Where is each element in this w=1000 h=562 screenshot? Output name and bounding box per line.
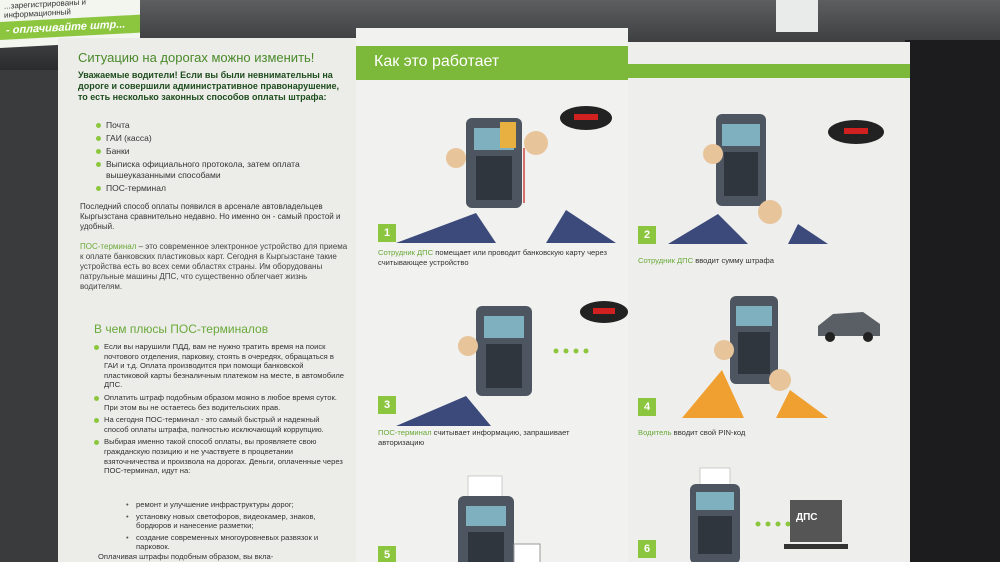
uses-list: ремонт и улучшение инфраструктуры дорог;… — [126, 500, 346, 554]
brochure-right-panel: 2 Сотрудник ДПС вводит сумму штрафа 4 Во… — [628, 42, 910, 562]
step-5-illustration — [458, 475, 541, 562]
left-panel-title: Ситуацию на дорогах можно изменить! — [78, 50, 315, 65]
step-4-illustration — [682, 296, 880, 418]
list-item: ГАИ (касса) — [96, 133, 346, 144]
how-it-works-header: Как это работает — [356, 46, 628, 80]
step-6-illustration — [690, 467, 848, 562]
list-item: Выписка официального протокола, затем оп… — [96, 159, 346, 181]
step-1-caption: Сотрудник ДПС помещает или проводит банк… — [378, 248, 608, 267]
step-1-illustration — [396, 106, 616, 243]
step-number-badge: 2 — [638, 226, 656, 244]
background-dark-object — [905, 40, 1000, 562]
pos-term-definition: – это современное электронное устройство… — [80, 242, 348, 291]
pros-list: Если вы нарушили ПДД, вам не нужно трати… — [94, 342, 346, 479]
list-item: создание современных многоуровневых разв… — [126, 533, 346, 552]
left-panel-intro: Уважаемые водители! Если вы были невнима… — [78, 70, 340, 102]
background-card — [776, 0, 818, 32]
list-item: установку новых светофоров, видеокамер, … — [126, 512, 346, 531]
left-panel-last-line: Оплачивая штрафы подобным образом, вы вк… — [98, 552, 274, 561]
list-item: Выбирая именно такой способ оплаты, вы п… — [94, 437, 346, 475]
list-item: ремонт и улучшение инфраструктуры дорог; — [126, 500, 346, 510]
payment-ways-list: Почта ГАИ (касса) Банки Выписка официаль… — [96, 120, 346, 196]
step-4-caption: Водитель вводит свой PIN-код — [638, 428, 746, 437]
right-panel-header-band — [628, 64, 910, 78]
brochure-left-panel: Ситуацию на дорогах можно изменить! Уваж… — [58, 38, 363, 562]
step-number-badge: 1 — [378, 224, 396, 242]
left-panel-paragraph-2: ПОС-терминал – это современное электронн… — [80, 242, 348, 292]
list-item: Почта — [96, 120, 346, 131]
brochure-middle-panel: Как это работает 1 Сотрудник ДПС помещае… — [356, 28, 628, 562]
step-2-caption: Сотрудник ДПС вводит сумму штрафа — [638, 256, 774, 265]
step-number-badge: 4 — [638, 398, 656, 416]
step-2-illustration — [668, 114, 884, 244]
pros-title: В чем плюсы ПОС-терминалов — [94, 322, 269, 336]
list-item: ПОС-терминал — [96, 183, 346, 194]
list-item: Банки — [96, 146, 346, 157]
list-item: На сегодня ПОС-терминал - это самый быст… — [94, 415, 346, 434]
step-3-illustration — [396, 301, 628, 426]
step-number-badge: 3 — [378, 396, 396, 414]
list-item: Если вы нарушили ПДД, вам не нужно трати… — [94, 342, 346, 390]
pos-term: ПОС-терминал — [80, 242, 137, 251]
how-it-works-title: Как это работает — [374, 53, 500, 70]
step-number-badge: 6 — [638, 540, 656, 558]
list-item: Оплатить штраф подобным образом можно в … — [94, 393, 346, 412]
left-panel-paragraph-1: Последний способ оплаты появился в арсен… — [80, 202, 341, 231]
step-number-badge: 5 — [378, 546, 396, 562]
step-3-caption: ПОС-терминал считывает информацию, запра… — [378, 428, 570, 447]
dps-monitor-label: ДПС — [796, 512, 818, 523]
